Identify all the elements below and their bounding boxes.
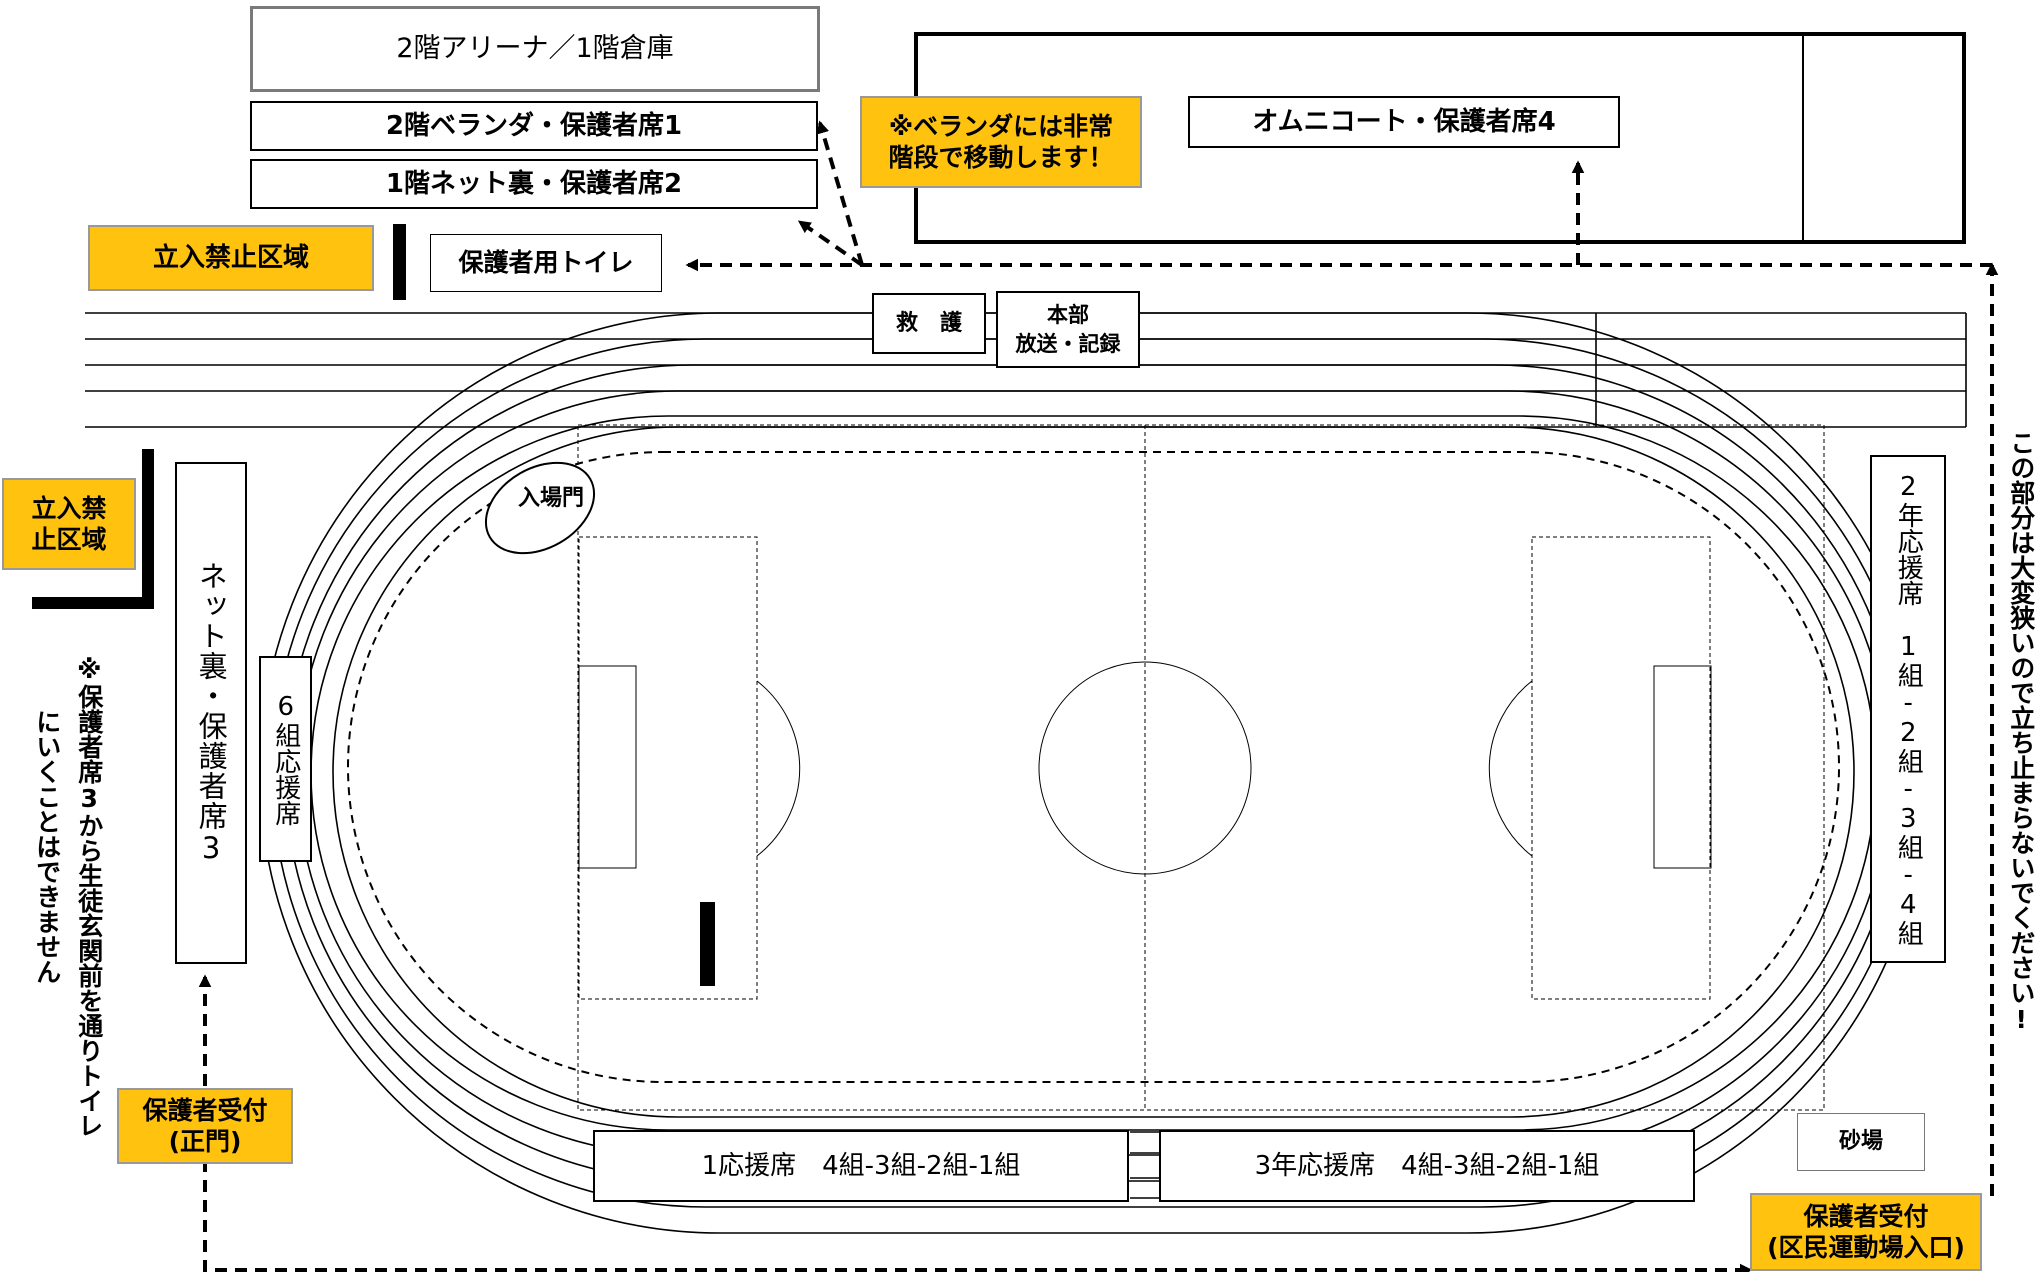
hq-broadcast-box: 本部 放送・記録 bbox=[996, 291, 1140, 368]
reception-main-gate: 保護者受付 (正門) bbox=[117, 1088, 293, 1164]
class6-cheer-box: 6組応援席 bbox=[259, 656, 312, 862]
entrance-gate-label: 入場門 bbox=[518, 486, 585, 511]
inner-dashed-boundary bbox=[347, 451, 1840, 1083]
barrier-left-vertical bbox=[142, 449, 154, 607]
veranda-seat-box: 2階ベランダ・保護者席1 bbox=[250, 101, 818, 151]
seat3-restriction-note: ※保護者席3から生徒玄関前を通りトイレ bbox=[74, 655, 104, 1138]
omni-court-seat-box: オムニコート・保護者席4 bbox=[1188, 96, 1620, 148]
barrier-top bbox=[393, 224, 406, 300]
arena-box: 2階アリーナ／1階倉庫 bbox=[250, 6, 820, 92]
first-aid-box: 救 護 bbox=[872, 293, 986, 354]
seat3-restriction-note-2: にいくことはできません bbox=[32, 709, 62, 984]
grade1-cheer-box: 1応援席 4組-3組-2組-1組 bbox=[593, 1130, 1129, 1202]
football-pitch bbox=[577, 424, 1825, 1111]
barrier-left-horizontal bbox=[32, 597, 154, 609]
no-entry-zone-top: 立入禁止区域 bbox=[88, 225, 374, 291]
oval-track bbox=[259, 312, 1928, 1234]
grade2-cheer-box: 2年応援席 1組-2組-3組-4組 bbox=[1870, 455, 1946, 963]
sandpit-box: 砂場 bbox=[1797, 1113, 1925, 1171]
narrow-path-warning: この部分は大変狭いので立ち止まらないでください! bbox=[2006, 430, 2036, 1034]
route-arrows bbox=[198, 120, 1999, 1272]
stairs-note-box: ※ベランダには非常 階段で移動します！ bbox=[860, 96, 1142, 188]
no-entry-zone-left: 立入禁 止区域 bbox=[2, 478, 136, 570]
net-back-1f-seat-box: 1階ネット裏・保護者席2 bbox=[250, 159, 818, 209]
entrance-gate-shape bbox=[484, 461, 596, 555]
barrier-field bbox=[700, 902, 715, 986]
parent-toilet-box: 保護者用トイレ bbox=[430, 234, 662, 292]
net-back-seat3-box: ネット裏・保護者席3 bbox=[175, 462, 247, 964]
reception-park-entrance: 保護者受付 (区民運動場入口) bbox=[1750, 1193, 1982, 1271]
grade3-cheer-box: 3年応援席 4組-3組-2組-1組 bbox=[1159, 1130, 1695, 1202]
